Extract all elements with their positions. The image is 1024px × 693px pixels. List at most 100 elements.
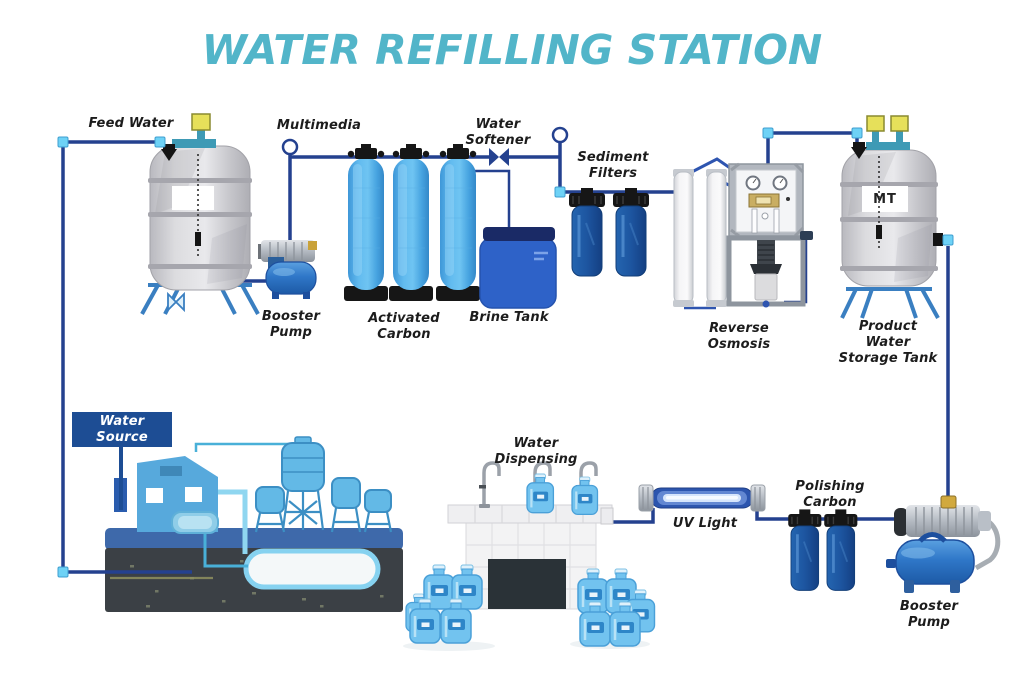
reverse-osmosis-unit	[673, 162, 813, 308]
label-polishing-carbon: Polishing Carbon	[795, 479, 865, 510]
water-towers	[194, 436, 393, 533]
polishing-filter-2	[822, 508, 859, 592]
sensor-post-2	[896, 128, 903, 142]
diagram-title: WATER REFILLING STATION	[201, 26, 823, 74]
booster-pump-top	[258, 240, 317, 299]
tank-band	[148, 212, 252, 217]
pipe-fittings	[57, 126, 957, 578]
product-water-storage-tank	[840, 115, 943, 319]
underground-storage-tank	[243, 548, 381, 590]
frame-port	[762, 300, 770, 308]
label-booster-pump-top: Booster Pump	[261, 309, 321, 340]
motor-fitting	[308, 241, 317, 250]
sensor-head-2	[890, 115, 909, 132]
pipe-uv-to-counter	[612, 508, 655, 524]
inlet-collar	[853, 142, 865, 148]
frame-fitting	[800, 231, 813, 240]
label-water-source: Water Source	[96, 413, 148, 445]
label-feed-water: Feed Water	[88, 116, 174, 131]
brine-body	[479, 237, 557, 309]
tank-band	[840, 217, 938, 222]
label-brine-tank: Brine Tank	[469, 310, 549, 325]
label-product-water-storage-tank: Product Water Storage Tank	[838, 319, 938, 366]
activated-carbon-tank-1	[388, 143, 434, 302]
tank-band	[148, 178, 252, 183]
tank-cap	[172, 139, 216, 148]
booster-pump-bottom	[886, 505, 1001, 593]
slab-tile-lines	[474, 505, 584, 523]
ro-membrane-1	[673, 171, 694, 305]
pump-ribs	[758, 244, 774, 261]
level-float	[876, 225, 882, 239]
level-float	[195, 232, 201, 246]
polishing-carbon-filters	[786, 508, 859, 592]
brine-highlight	[534, 251, 548, 261]
label-water-dispensing: Water Dispensing	[494, 436, 578, 467]
flow-meter-2	[773, 208, 780, 234]
ro-membrane-2	[706, 171, 727, 305]
uv-light-unit	[638, 484, 766, 512]
valve-bowtie	[489, 148, 509, 166]
bottle-stacks	[403, 563, 656, 651]
faucet-1	[477, 461, 501, 510]
pipe-ro-to-storage	[766, 131, 859, 166]
water-bottles-right	[576, 567, 656, 648]
label-uv-light: UV Light	[672, 516, 738, 531]
polishing-filter-1	[786, 508, 823, 592]
motor-ribs	[915, 507, 973, 535]
tank-legs	[840, 287, 940, 319]
indicator-dot	[786, 197, 790, 201]
uv-glow	[666, 496, 738, 500]
tank-band	[840, 182, 938, 187]
membrane-cap	[673, 300, 694, 307]
connector-squares	[57, 127, 954, 578]
bottle-under-faucet-3	[570, 475, 599, 516]
sensor-head-1	[866, 115, 885, 132]
brine-lid	[483, 227, 555, 241]
intake-pipe-loop	[218, 489, 248, 554]
tank-band	[148, 264, 252, 269]
counter-pipe-connector	[600, 507, 614, 525]
pump-foot	[950, 580, 960, 593]
uv-endcap-left	[638, 484, 654, 512]
pump-inlet-elbow	[940, 495, 957, 509]
feed-water-tank	[140, 113, 260, 315]
pump-foot	[303, 292, 310, 299]
tank-port	[886, 559, 896, 568]
uv-endcap-right	[750, 484, 766, 512]
inlet-fitting	[161, 149, 177, 161]
cabinet-hatch	[730, 162, 805, 238]
multimedia-tank	[343, 143, 389, 302]
drain-valve	[167, 291, 185, 313]
water-bottles-left	[404, 563, 484, 645]
activated-carbon-tank-2	[435, 143, 481, 302]
brine-tank	[479, 227, 557, 309]
pump-cylinder	[754, 273, 778, 301]
flow-meter-1	[751, 208, 758, 234]
pump-cone	[894, 508, 908, 536]
pump-foot	[272, 292, 279, 299]
tank-highlight	[901, 547, 935, 559]
pressure-gauge-2	[551, 126, 569, 144]
sediment-filters	[567, 186, 651, 278]
gauge-needles	[752, 178, 784, 184]
label-mt: MT	[873, 192, 897, 207]
counter-opening	[488, 559, 566, 609]
water-dispensing-counter	[447, 461, 613, 610]
label-multimedia: Multimedia	[276, 118, 362, 133]
label-sediment-filters: Sediment Filters	[577, 150, 649, 181]
motor-shaft	[978, 511, 991, 531]
label-booster-pump-bottom: Booster Pump	[899, 599, 959, 630]
pipe-brine-line	[470, 169, 511, 230]
pressure-tank	[895, 539, 975, 585]
small-dial	[761, 212, 769, 220]
tank-handle	[918, 532, 947, 543]
sensor-post	[197, 124, 205, 140]
label-reverse-osmosis: Reverse Osmosis	[707, 321, 771, 352]
pressure-gauge-1	[281, 138, 299, 156]
water-softener-valve	[489, 148, 509, 166]
control-display	[755, 196, 772, 205]
mt-window	[862, 186, 908, 212]
